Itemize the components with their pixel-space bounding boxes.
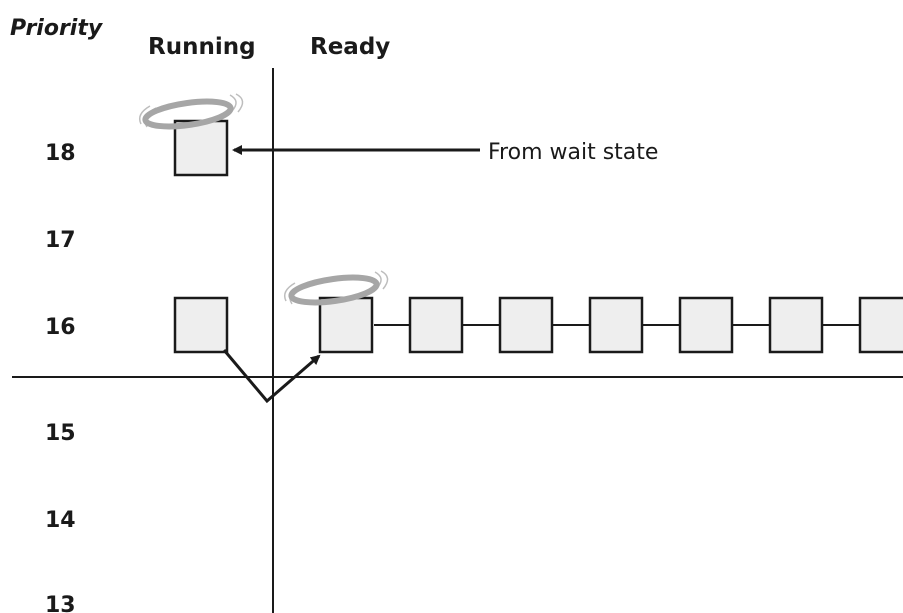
ready-thread <box>768 296 824 354</box>
ready-thread <box>408 296 464 354</box>
preempted-thread-priority-16 <box>173 296 229 354</box>
priority-axis-label: Priority <box>10 16 104 41</box>
preemption-arrow <box>222 349 321 404</box>
from-wait-state-label: From wait state <box>488 140 658 165</box>
priority-15-label: 15 <box>45 421 76 446</box>
priority-16-label: 16 <box>45 315 76 340</box>
priority-14-label: 14 <box>45 508 76 533</box>
running-thread-priority-18 <box>173 119 229 177</box>
ready-thread-head <box>318 296 374 354</box>
ready-column-header: Ready <box>310 34 390 60</box>
priority-17-label: 17 <box>45 228 76 253</box>
priority-13-label: 13 <box>45 593 76 613</box>
ready-thread <box>858 296 903 354</box>
halo-icon <box>138 93 244 130</box>
halo-icon <box>283 270 389 306</box>
ready-thread <box>498 296 554 354</box>
priority-18-label: 18 <box>45 141 76 166</box>
ready-thread <box>588 296 644 354</box>
ready-thread <box>678 296 734 354</box>
running-column-header: Running <box>148 34 256 60</box>
